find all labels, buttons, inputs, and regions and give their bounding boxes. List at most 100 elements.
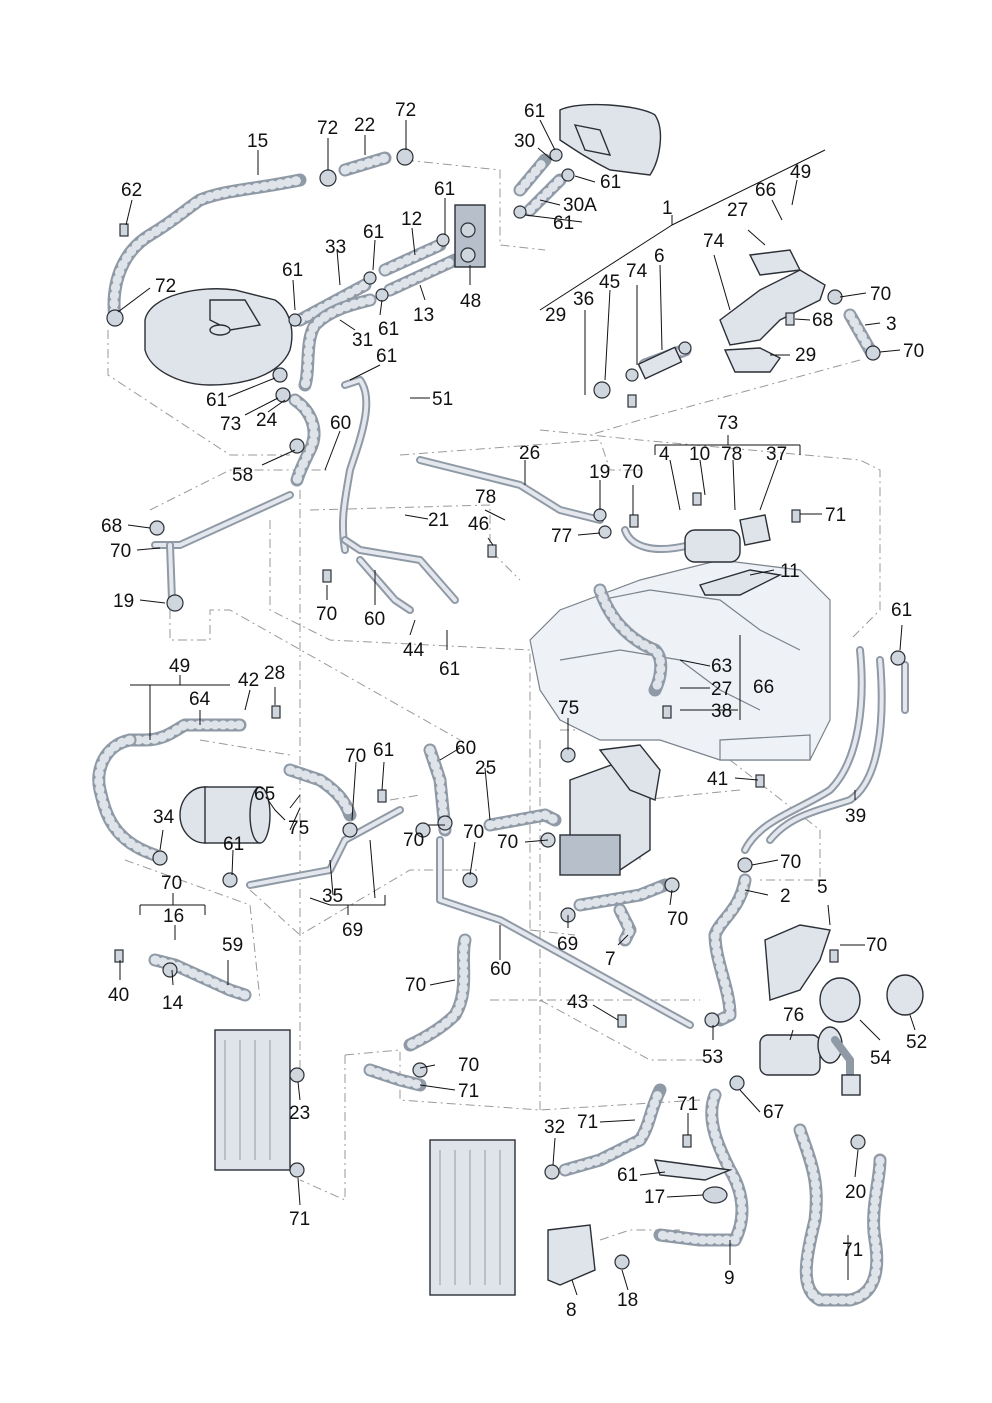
callout-19: 11 xyxy=(780,561,800,582)
expansion-tank-left xyxy=(144,288,293,386)
callout-11: 70 xyxy=(110,541,131,562)
callout-44: 60 xyxy=(364,609,385,630)
callout-39: 75 xyxy=(288,818,309,839)
callout-6: 6 xyxy=(654,246,665,267)
callout-69: 16 xyxy=(163,906,184,927)
callout-8: 9 xyxy=(724,1268,735,1289)
callout-72: 72 xyxy=(155,276,176,297)
callout-17: 61 xyxy=(617,1165,638,1186)
callout-46: 21 xyxy=(428,510,449,531)
callout-36: 36 xyxy=(573,289,594,310)
callout-4: 26 xyxy=(519,443,540,464)
thermostat-parts xyxy=(593,341,692,399)
callout-70: 14 xyxy=(162,993,184,1014)
callout-2: 69 xyxy=(342,920,363,941)
callout-73: 73 xyxy=(220,414,241,435)
callout-61: 61 xyxy=(553,213,574,234)
hose-clamps xyxy=(106,148,906,1270)
pipes xyxy=(151,376,909,1029)
expansion-tank-right xyxy=(559,103,662,176)
callout-70: 19 xyxy=(589,462,610,483)
callout-67: 71 xyxy=(677,1094,698,1115)
callout-77: 46 xyxy=(468,514,489,535)
callout-71: 77 xyxy=(551,526,572,547)
callout-71: 67 xyxy=(763,1102,784,1123)
callout-53: 52 xyxy=(906,1032,927,1053)
callout-48: 48 xyxy=(460,291,481,312)
bracket-16 xyxy=(764,924,831,1001)
callout-70: 70 xyxy=(667,909,688,930)
bracket-18 xyxy=(547,1224,596,1286)
callout-1: 1 xyxy=(662,198,673,219)
callout-70: 61 xyxy=(223,834,244,855)
callout-59: 70 xyxy=(866,935,887,956)
callout-33: 33 xyxy=(325,237,346,258)
callout-78: 70 xyxy=(622,462,643,483)
auxiliary-pump-54 xyxy=(759,1026,861,1096)
callout-70: 70 xyxy=(903,341,924,362)
callout-26: 73 xyxy=(717,413,738,434)
callout-27: 63 xyxy=(711,656,732,677)
callout-71: 70 xyxy=(458,1055,479,1076)
callout-75: 64 xyxy=(189,689,211,710)
callout-61: 34 xyxy=(153,807,175,828)
heater-unit xyxy=(559,744,661,876)
callout-61: 61 xyxy=(363,222,384,243)
callout-12: 12 xyxy=(401,209,422,230)
callout-70: 70 xyxy=(403,830,424,851)
callout-15: 15 xyxy=(247,131,268,152)
assembly-reference-lines xyxy=(107,159,881,1241)
callout-60: 61 xyxy=(373,740,394,761)
callout-13: 13 xyxy=(413,305,434,326)
callout-30: 30 xyxy=(514,131,535,152)
callout-71: 71 xyxy=(289,1209,310,1230)
callout-70: 70 xyxy=(780,852,801,873)
callout-16: 5 xyxy=(817,877,828,898)
hoses-top xyxy=(107,151,877,487)
callout-22: 22 xyxy=(354,115,375,136)
callout-45: 45 xyxy=(599,272,620,293)
callout-52: 54 xyxy=(870,1048,892,1069)
callout-14: 60 xyxy=(490,959,511,980)
callout-19: 37 xyxy=(766,444,787,465)
callout-61: 61 xyxy=(282,260,303,281)
bracket-17-20 xyxy=(653,1159,733,1204)
callout-61: 61 xyxy=(378,319,399,340)
callout-60: 40 xyxy=(108,985,129,1006)
callout-68: 71 xyxy=(825,505,846,526)
callout-70: 53 xyxy=(702,1047,723,1068)
callout-70: 70 xyxy=(497,832,518,853)
callout-25: 60 xyxy=(455,738,476,759)
callout-61: 61 xyxy=(434,179,455,200)
coolant-housing-1 xyxy=(719,249,826,373)
callout-23: 71 xyxy=(458,1081,479,1102)
callout-70: 68 xyxy=(101,516,122,537)
clamp-rings-52-53 xyxy=(819,974,924,1023)
callout-76: 43 xyxy=(567,992,588,1013)
callout-72: 72 xyxy=(395,100,416,121)
callout-29: 29 xyxy=(795,345,816,366)
callout-9: 71 xyxy=(842,1240,863,1261)
callout-78: 10 xyxy=(689,444,710,465)
callout-63: 61 xyxy=(891,600,912,621)
callout-49: 38 xyxy=(711,701,732,722)
heat-exchanger-left xyxy=(214,1029,291,1171)
callout-27: 27 xyxy=(727,200,748,221)
callout-7: 59 xyxy=(222,935,243,956)
radiator-main xyxy=(429,1139,516,1296)
callout-47: 18 xyxy=(617,1290,638,1311)
callout-numbers: 15 72 22 72 61 30 61 30A 61 62 61 12 33 … xyxy=(101,100,927,1321)
callout-28: 42 xyxy=(238,670,259,691)
callout-66: 66 xyxy=(755,180,776,201)
callout-61: 61 xyxy=(439,659,460,680)
callout-75: 65 xyxy=(254,784,275,805)
callout-73: 58 xyxy=(232,465,253,486)
callout-38: 66 xyxy=(753,677,774,698)
callout-60: 70 xyxy=(316,604,337,625)
callout-35: 70 xyxy=(161,873,182,894)
callout-65: 41 xyxy=(707,769,728,790)
callout-70: 70 xyxy=(463,822,484,843)
callout-37: 78 xyxy=(721,444,742,465)
callout-66: 27 xyxy=(711,679,732,700)
